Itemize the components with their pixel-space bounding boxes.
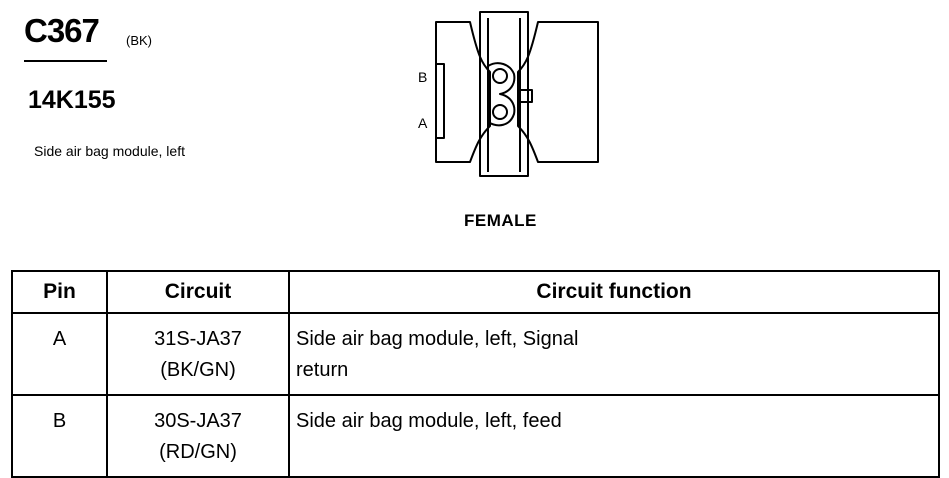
column-header-function: Circuit function [288,270,940,314]
table-header-row: Pin Circuit Circuit function [11,270,940,314]
column-header-circuit: Circuit [106,270,290,314]
connector-face-diagram [435,11,599,177]
pin-cavity-b-icon [492,68,508,84]
circuit-number: 30S-JA37 [154,410,242,432]
wire-color: (RD/GN) [159,441,237,463]
pin-label-b: B [418,69,428,85]
wire-color: (BK/GN) [160,359,236,381]
connector-color: (BK) [126,33,152,48]
circuit-number: 31S-JA37 [154,328,242,350]
function-text-continued: return [296,359,349,381]
header-divider [24,60,107,62]
connector-right-wing [517,21,599,163]
connector-id: C367 [24,12,100,49]
pin-label-a: A [418,115,428,131]
pin-cell: B [11,394,108,478]
connector-latch-tab [520,89,533,103]
pinout-table: Pin Circuit Circuit function A 31S-JA37 … [11,270,940,478]
function-cell: Side air bag module, left, Signal return [288,312,940,396]
function-cell: Side air bag module, left, feed [288,394,940,478]
connector-left-wing [435,21,491,163]
connector-center-body [479,11,529,177]
pin-cell: A [11,312,108,396]
connector-side-bar [435,63,445,139]
circuit-cell: 31S-JA37 (BK/GN) [106,312,290,396]
part-number: 14K155 [28,86,116,114]
pin-cavity-a-icon [492,104,508,120]
column-header-pin: Pin [11,270,108,314]
table-row: A 31S-JA37 (BK/GN) Side air bag module, … [11,312,940,396]
function-text: Side air bag module, left, Signal [296,328,579,350]
view-label: FEMALE [464,211,537,230]
connector-description: Side air bag module, left [34,143,185,159]
circuit-cell: 30S-JA37 (RD/GN) [106,394,290,478]
table-row: B 30S-JA37 (RD/GN) Side air bag module, … [11,394,940,478]
function-text: Side air bag module, left, feed [296,410,562,432]
